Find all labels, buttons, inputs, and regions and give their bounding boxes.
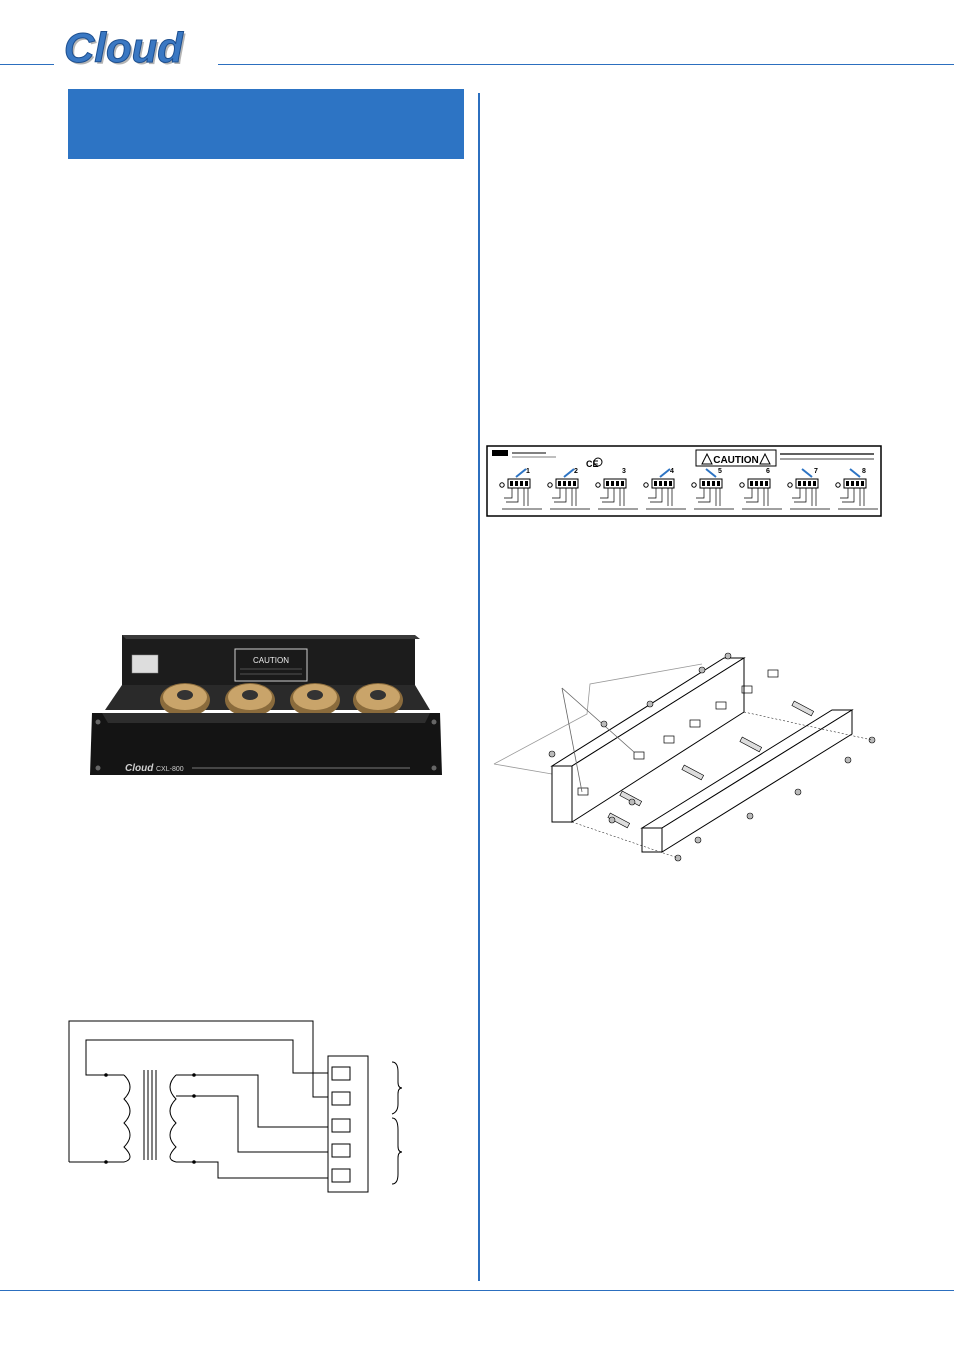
panel-channel-number: 4 — [670, 468, 674, 475]
panel-channel-number: 8 — [862, 468, 866, 475]
panel-arrow — [659, 468, 671, 478]
wiring-schematic — [66, 1018, 412, 1196]
panel-terminal-block — [603, 478, 627, 489]
product-photo: CAUTION Cloud CXL-800 — [80, 625, 455, 780]
panel-terminal-block — [651, 478, 675, 489]
panel-screw — [787, 482, 793, 488]
logo-text: Cloud — [64, 26, 184, 71]
panel-screw — [739, 482, 745, 488]
panel-terminal-block — [699, 478, 723, 489]
photo-caution-label: CAUTION — [253, 656, 289, 665]
logo-shadow: Cloud — [66, 26, 186, 73]
panel-channel-3: 3 — [595, 468, 638, 510]
panel-channel-number: 5 — [718, 468, 722, 475]
panel-terminal-block — [507, 478, 531, 489]
rear-panel-diagram: CE CAUTION 1 2 3 4 5 6 7 8 — [486, 445, 882, 517]
panel-arrow — [801, 468, 813, 478]
panel-channel-number: 1 — [526, 468, 530, 475]
panel-terminal-block — [843, 478, 867, 489]
panel-terminal-block — [795, 478, 819, 489]
panel-channel-2: 2 — [547, 468, 590, 510]
panel-channel-7: 7 — [787, 468, 830, 510]
panel-screw — [499, 482, 505, 488]
footer-rule — [0, 1290, 954, 1291]
photo-front-model: CXL-800 — [156, 766, 184, 773]
panel-channel-number: 2 — [574, 468, 578, 475]
panel-screw — [547, 482, 553, 488]
panel-channel-number: 7 — [814, 468, 818, 475]
panel-arrow — [515, 468, 527, 478]
section-title-band — [68, 89, 464, 159]
panel-arrow — [705, 468, 717, 478]
toroidal-transformers — [160, 683, 403, 717]
panel-channel-4: 4 — [643, 468, 686, 510]
brand-logo: Cloud Cloud — [64, 26, 214, 74]
panel-channel-5: 5 — [691, 468, 734, 510]
panel-channel-8: 8 — [835, 468, 878, 510]
panel-screw — [595, 482, 601, 488]
photo-front-brand: Cloud — [125, 763, 154, 774]
exploded-assembly-diagram — [492, 644, 904, 870]
header-rule-right — [218, 64, 954, 65]
panel-screw — [691, 482, 697, 488]
panel-channels: 1 2 3 4 5 6 7 8 — [499, 468, 878, 510]
panel-channel-number: 6 — [766, 468, 770, 475]
panel-channel-number: 3 — [622, 468, 626, 475]
panel-arrow — [563, 468, 575, 478]
panel-caution-label: CAUTION — [713, 455, 759, 466]
panel-terminal-block — [555, 478, 579, 489]
panel-arrow — [849, 468, 861, 478]
panel-channel-6: 6 — [739, 468, 782, 510]
panel-screw — [835, 482, 841, 488]
panel-channel-1: 1 — [499, 468, 542, 510]
panel-screw — [643, 482, 649, 488]
panel-terminal-block — [747, 478, 771, 489]
header-rule-left — [0, 64, 54, 65]
column-divider — [478, 93, 480, 1281]
svg-text:CE: CE — [586, 459, 599, 469]
